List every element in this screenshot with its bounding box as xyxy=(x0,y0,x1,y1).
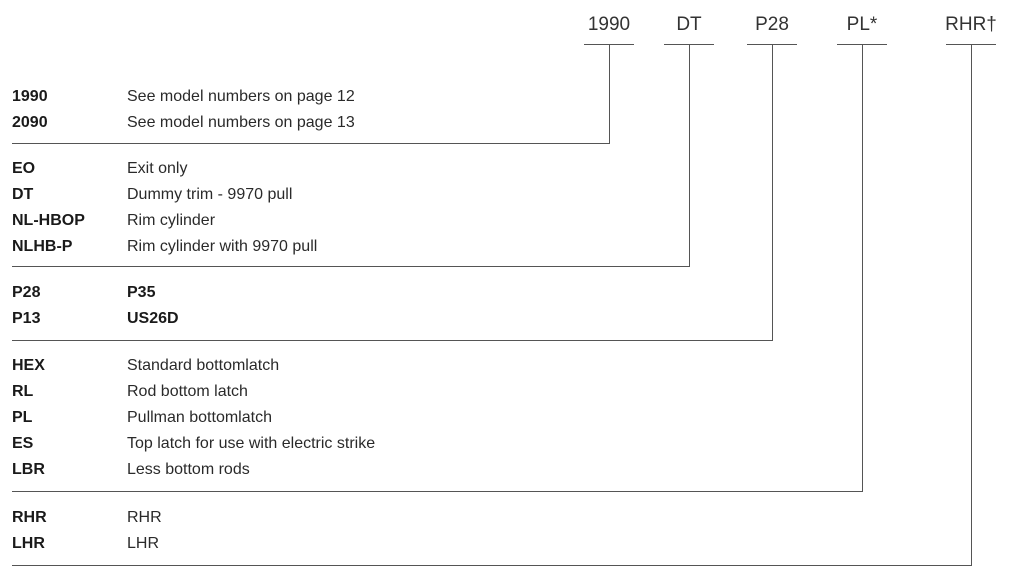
header-model-rule xyxy=(584,44,634,45)
header-latch-code: PL* xyxy=(846,14,878,35)
model-connector-horizontal xyxy=(12,143,610,144)
option-description: RHR xyxy=(127,509,162,526)
option-code: RHR xyxy=(12,509,47,526)
latch-connector-horizontal xyxy=(12,491,863,492)
option-description: Rim cylinder with 9970 pull xyxy=(127,238,318,255)
hand-connector-horizontal xyxy=(12,565,972,566)
option-description: Rim cylinder xyxy=(127,212,216,229)
header-latch-rule xyxy=(837,44,887,45)
option-code: 2090 xyxy=(12,114,48,131)
option-description: Rod bottom latch xyxy=(127,383,248,400)
header-trim-code: DT xyxy=(676,14,702,35)
option-description: P35 xyxy=(127,284,156,301)
option-description: Dummy trim - 9970 pull xyxy=(127,186,293,203)
finish-connector-horizontal xyxy=(12,340,773,341)
option-code: NLHB-P xyxy=(12,238,73,255)
finish-connector-vertical xyxy=(772,45,773,341)
trim-connector-horizontal xyxy=(12,266,690,267)
header-hand-rule xyxy=(946,44,996,45)
option-description: Top latch for use with electric strike xyxy=(127,435,376,452)
option-code: NL-HBOP xyxy=(12,212,85,229)
option-description: US26D xyxy=(127,310,179,327)
latch-connector-vertical xyxy=(862,45,863,492)
trim-connector-vertical xyxy=(689,45,690,267)
option-code: HEX xyxy=(12,357,45,374)
option-code: P28 xyxy=(12,284,41,301)
option-description: Standard bottomlatch xyxy=(127,357,280,374)
model-connector-vertical xyxy=(609,45,610,144)
option-code: PL xyxy=(12,409,33,426)
header-hand-code: RHR† xyxy=(945,14,997,35)
option-code: LBR xyxy=(12,461,45,478)
option-code: P13 xyxy=(12,310,41,327)
option-description: LHR xyxy=(127,535,160,552)
option-code: RL xyxy=(12,383,34,400)
option-description: See model numbers on page 13 xyxy=(127,114,355,131)
option-code: 1990 xyxy=(12,88,48,105)
option-code: LHR xyxy=(12,535,45,552)
header-model-code: 1990 xyxy=(587,14,631,35)
hand-connector-vertical xyxy=(971,45,972,566)
header-finish-code: P28 xyxy=(755,14,789,35)
option-code: DT xyxy=(12,186,34,203)
header-finish-rule xyxy=(747,44,797,45)
header-trim-rule xyxy=(664,44,714,45)
option-description: Less bottom rods xyxy=(127,461,250,478)
option-description: See model numbers on page 12 xyxy=(127,88,355,105)
option-code: ES xyxy=(12,435,34,452)
option-description: Exit only xyxy=(127,160,188,177)
option-description: Pullman bottomlatch xyxy=(127,409,272,426)
option-code: EO xyxy=(12,160,36,177)
